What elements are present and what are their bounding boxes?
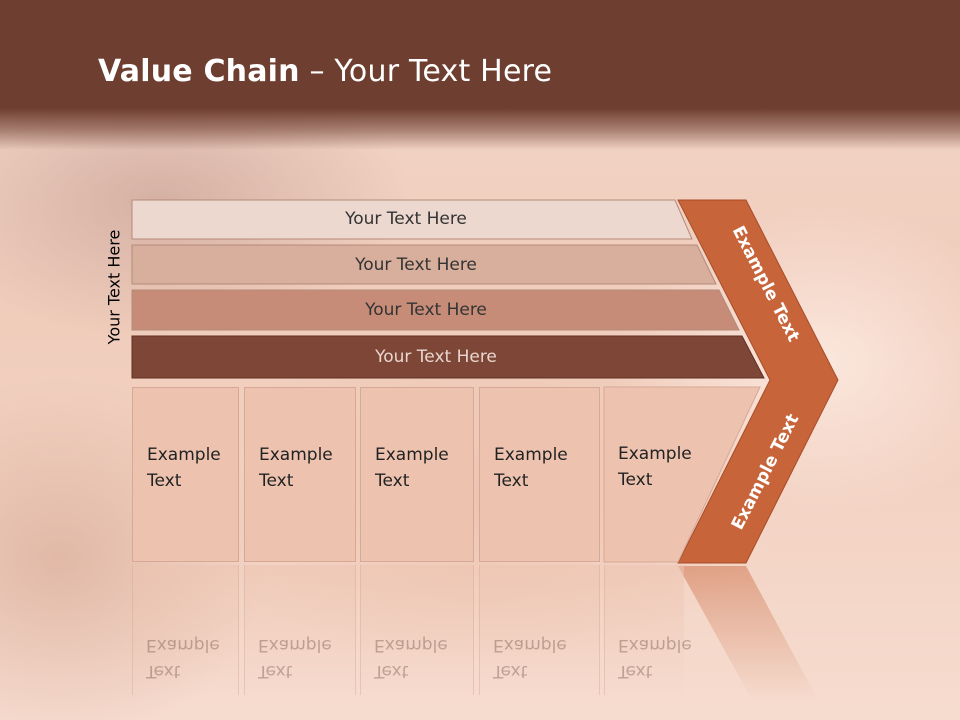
box-1-line1: Example (147, 445, 221, 465)
band-3-label: Your Text Here (365, 300, 487, 320)
box-2-line1: Example (259, 445, 333, 465)
title-rest: – Your Text Here (299, 54, 553, 89)
chevron-shape[interactable] (677, 199, 839, 564)
reflection-box-4 (479, 565, 600, 695)
band-1[interactable]: Your Text Here (132, 200, 692, 238)
band-shape-2[interactable] (131, 244, 717, 285)
reflection-text-1: Text Example (132, 632, 220, 684)
reflection-4-line1: Example (493, 635, 567, 655)
box-5-line2: Text (618, 470, 653, 490)
box-2-line2: Text (259, 471, 294, 491)
reflection-text-2: Text Example (244, 632, 332, 684)
reflection-1-line1: Example (146, 635, 220, 655)
reflection-2-line1: Example (258, 635, 332, 655)
reflection-3-line1: Example (374, 635, 448, 655)
reflection-2-line2: Text (258, 661, 293, 681)
band-2-label: Your Text Here (355, 255, 477, 275)
reflection-4-line2: Text (493, 661, 528, 681)
box-4-line1: Example (494, 445, 568, 465)
band-3[interactable]: Your Text Here (132, 291, 732, 329)
reflection-text-3: Text Example (360, 632, 448, 684)
last-box-shape[interactable] (603, 386, 761, 563)
band-shape-1[interactable] (131, 199, 693, 240)
band-2[interactable]: Your Text Here (132, 246, 712, 284)
box-3-line1: Example (375, 445, 449, 465)
band-shape-4[interactable] (131, 335, 765, 379)
title-bold: Value Chain (98, 54, 300, 89)
reflection-1-line2: Text (146, 661, 181, 681)
reflection-text-5: Text Example (604, 632, 692, 684)
band-1-label: Your Text Here (345, 209, 467, 229)
chevron-reflection (678, 566, 818, 700)
band-shape-3[interactable] (131, 289, 740, 331)
band-4-label: Your Text Here (375, 347, 497, 367)
side-label: Your Text Here (104, 229, 124, 345)
box-3-line2: Text (375, 471, 410, 491)
reflection-box-2 (244, 565, 356, 695)
band-4[interactable]: Your Text Here (132, 338, 752, 376)
title-bar (0, 0, 960, 150)
reflection-5-line2: Text (618, 661, 653, 681)
reflection-3-line2: Text (374, 661, 409, 681)
reflection-box-1 (132, 565, 239, 695)
reflection-box-5 (604, 565, 684, 695)
box-1-line2: Text (147, 471, 182, 491)
box-4-line2: Text (494, 471, 529, 491)
reflection-text-4: Text Example (479, 632, 567, 684)
slide-title: Value Chain – Your Text Here (98, 54, 552, 89)
reflection-box-3 (360, 565, 474, 695)
box-5-line1: Example (618, 444, 692, 464)
reflection-5-line1: Example (618, 635, 692, 655)
